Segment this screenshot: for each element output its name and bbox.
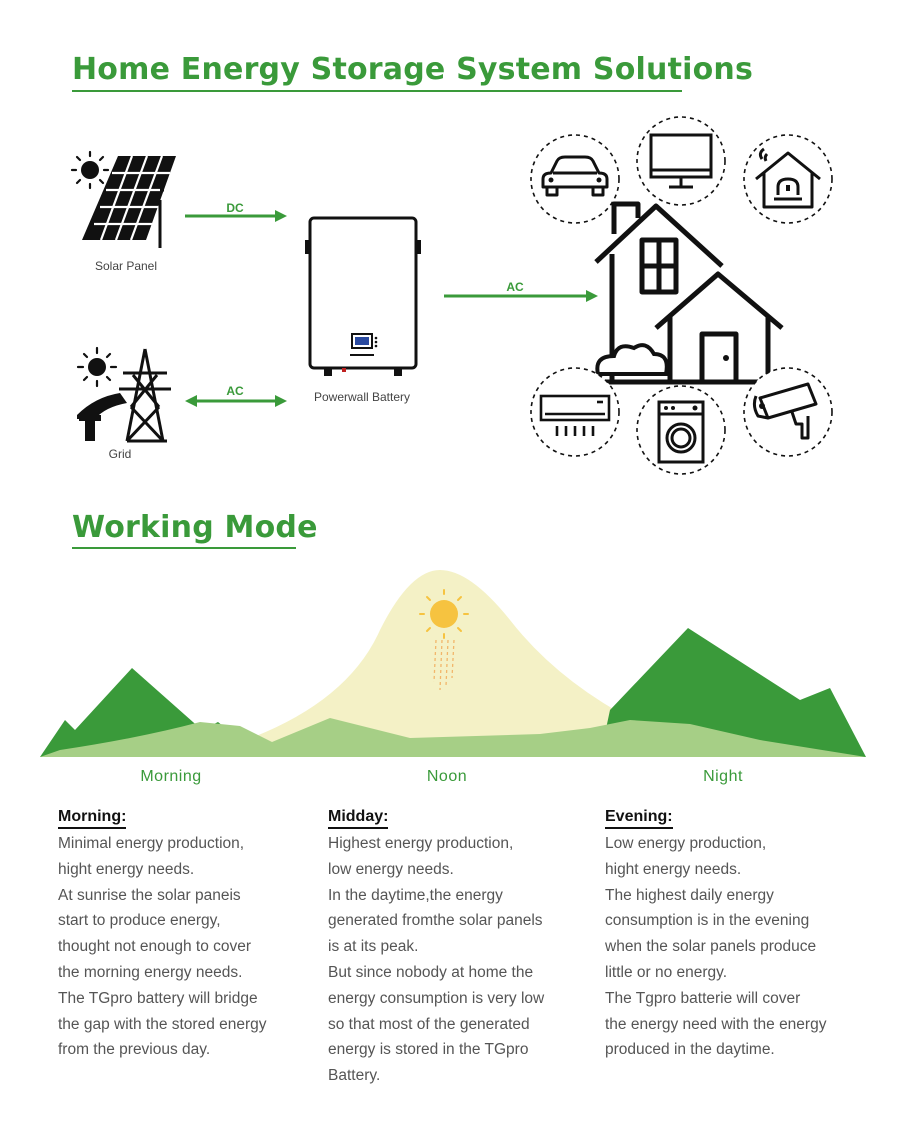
midday-line: Battery.: [328, 1067, 381, 1085]
morning-line: from the previous day.: [58, 1041, 211, 1059]
dc-arrow: [185, 210, 287, 222]
midday-line: In the daytime,the energy: [328, 886, 503, 904]
ac-grid-arrow: [185, 395, 287, 407]
morning-line: At sunrise the solar paneis: [58, 886, 241, 904]
morning-line: thought not enough to cover: [58, 938, 252, 956]
solar-panel-label: Solar Panel: [94, 259, 158, 273]
midday-line: so that most of the generated: [328, 1015, 530, 1033]
mode-label-noon: Noon: [426, 768, 468, 785]
evening-heading: Evening:: [605, 808, 673, 829]
security-camera-icon: [743, 367, 833, 457]
evening-line: produced in the daytime.: [605, 1041, 775, 1059]
ac-home-label: AC: [506, 280, 524, 294]
midday-line: Highest energy production,: [328, 835, 514, 852]
morning-line: the morning energy needs.: [58, 963, 243, 981]
solar-panel-icon: [70, 150, 176, 248]
evening-column: Evening: Low energy production, hight en…: [605, 808, 875, 1063]
morning-heading: Morning:: [58, 808, 127, 829]
morning-line: Minimal energy production,: [58, 835, 245, 852]
daylight-glow: [190, 570, 720, 757]
evening-line: little or no energy.: [605, 963, 728, 981]
ac-home-arrow: [444, 290, 598, 302]
powerwall-battery-label: Powerwall Battery: [313, 390, 411, 404]
evening-line: The highest daily energy: [605, 886, 774, 904]
morning-column: Morning: Minimal energy production, high…: [58, 808, 308, 1063]
sun-icon: [430, 600, 458, 628]
working-mode-underline: [72, 547, 296, 549]
washing-machine-icon: [636, 385, 726, 475]
midday-column: Midday: Highest energy production, low e…: [328, 808, 588, 1089]
evening-line: The Tgpro batterie will cover: [605, 989, 801, 1007]
morning-line: start to produce energy,: [58, 912, 221, 930]
evening-line: Low energy production,: [605, 835, 767, 852]
evening-line: hight energy needs.: [605, 860, 742, 878]
midday-line: energy is stored in the TGpro: [328, 1041, 529, 1059]
morning-line: the gap with the stored energy: [58, 1015, 267, 1033]
ac-grid-label: AC: [226, 384, 244, 398]
morning-line: The TGpro battery will bridge: [58, 989, 258, 1007]
midday-line: energy consumption is very low: [328, 989, 545, 1007]
midday-heading: Midday:: [328, 808, 389, 829]
evening-line: the energy need with the energy: [605, 1015, 827, 1033]
evening-line: when the solar panels produce: [605, 938, 817, 956]
grid-label: Grid: [108, 447, 132, 461]
midday-line: But since nobody at home the: [328, 963, 534, 981]
smart-home-icon: [743, 134, 833, 224]
morning-line: hight energy needs.: [58, 860, 195, 878]
air-conditioner-icon: [530, 367, 620, 457]
landscape-illustration: [40, 570, 866, 757]
evening-line: consumption is in the evening: [605, 912, 810, 930]
monitor-icon: [636, 116, 726, 206]
grid-tower-icon: [76, 346, 171, 443]
house-icon: [594, 201, 786, 385]
foreground-hills: [40, 718, 866, 757]
car-icon: [530, 134, 620, 224]
working-mode-title: Working Mode: [72, 510, 318, 545]
mode-label-morning: Morning: [140, 768, 202, 785]
powerwall-battery-icon: [305, 216, 421, 376]
midday-line: generated fromthe solar panels: [328, 912, 543, 930]
mode-label-night: Night: [703, 768, 743, 785]
main-title: Home Energy Storage System Solutions: [72, 52, 754, 87]
main-title-underline: [72, 90, 682, 92]
dc-label: DC: [226, 201, 244, 215]
midday-line: low energy needs.: [328, 860, 454, 878]
midday-line: is at its peak.: [328, 938, 419, 956]
